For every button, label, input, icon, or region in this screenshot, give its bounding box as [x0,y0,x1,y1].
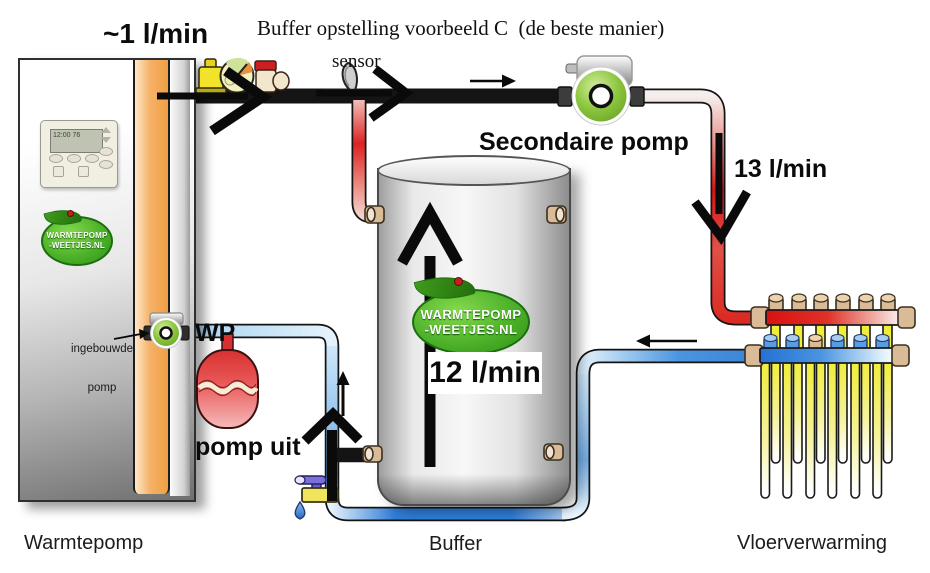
flow-arrow-wp-out [157,66,272,136]
caption-buffer: Buffer [429,533,482,555]
heat-pump-unit: 12:00 76 [18,58,196,502]
caption-floor-heating: Vloerverwarming [737,532,888,554]
up-arrow-button[interactable] [101,127,111,133]
thermostat-display: 12:00 76 [50,129,103,153]
fill-valve [254,60,290,93]
manifold-supply-bar [750,293,916,329]
label-builtin-pump-line1: ingebouwde [70,343,134,355]
logo-line2: -WEETJES.NL [49,241,105,250]
logo-line1: WARMTEPOMP [46,231,108,240]
label-buffer-flow-rate: 12 l/min [428,352,542,394]
flow-arrow-riser-thin [336,371,350,416]
label-wp-pump-off: WP pomp uit [195,238,301,542]
tank-port-cap [545,444,555,460]
heat-pump-right-edge [170,60,190,496]
flow-arrow-riser-up [301,406,363,501]
pipe-cold-wp [172,325,338,502]
tank-ports [362,205,567,463]
caption-heat-pump: Warmtepomp [24,532,144,554]
label-wp-pump-off-line2: pomp uit [195,433,301,461]
logo-line2: -WEETJES.NL [424,322,518,337]
tank-port-cap [366,206,376,223]
thermostat-icons [53,166,97,177]
floor-manifold [744,293,916,499]
manifold-return-bar [744,333,910,367]
water-drop-icon [294,500,306,520]
label-sensor: sensor [332,51,381,72]
tank-port-cap [364,446,374,462]
air-vent-valve [195,58,227,94]
ladybug-icon [454,277,463,286]
builtin-pump [143,312,190,349]
label-builtin-pump: ingebouwde pomp [52,317,152,421]
expansion-vessel [196,333,259,429]
logo-line1: WARMTEPOMP [420,307,522,322]
flow-arrow-thin-right [470,74,516,88]
label-builtin-pump-line2: pomp [87,382,117,394]
pipe-cold-return-run [577,350,750,375]
brand-logo-heatpump: WARMTEPOMP -WEETJES.NL [41,204,113,266]
floor-loops [760,359,893,499]
ladybug-icon [67,210,74,217]
label-wp-pump-off-line1: WP [195,319,236,347]
label-wp-flow-rate: ~1 l/min [103,18,209,49]
thermostat-panel: 12:00 76 [40,120,118,188]
pipe-cold-return-riser [561,374,589,520]
heat-pump-orange-stripe [133,60,170,494]
label-secondary-pump: Secondaire pomp [479,128,689,156]
buffer-tank-top [377,155,571,186]
tank-port-cap [555,206,565,223]
thermostat-buttons[interactable] [49,154,99,163]
diagram-title: Buffer opstelling voorbeeld C (de beste … [257,16,665,40]
builtin-pump-pointer-arrow [113,329,150,340]
thermostat-arrow-buttons[interactable] [99,127,113,169]
secondary-pump [557,55,645,126]
label-floor-flow-rate: 13 l/min [734,155,828,183]
down-arrow-button[interactable] [101,137,111,143]
flow-arrow-down-13 [691,133,751,246]
flow-arrow-to-tee [316,65,414,122]
brand-logo-buffer: WARMTEPOMP -WEETJES.NL [412,268,530,355]
flow-arrow-return-left [636,334,697,348]
